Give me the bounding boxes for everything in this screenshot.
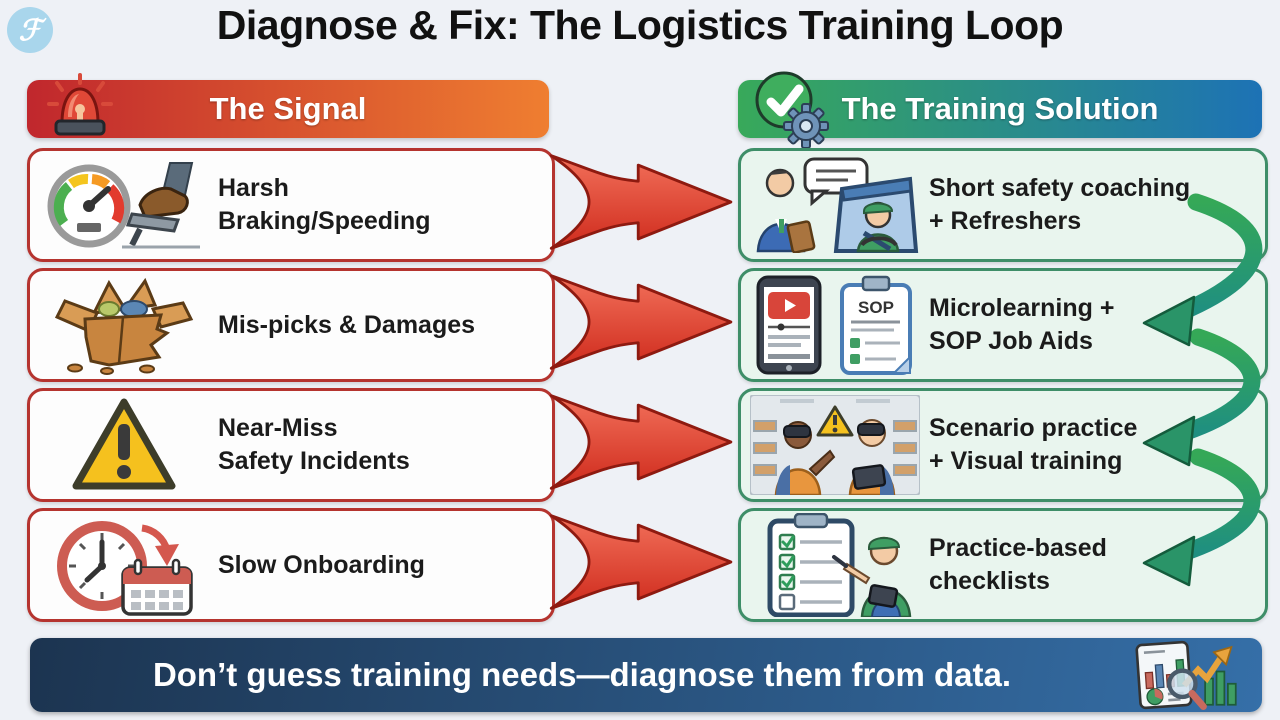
footer-text: Don’t guess training needs—diagnose them… xyxy=(152,656,1012,693)
signal-card: Mis-picks & Damages xyxy=(27,268,555,382)
siren-icon xyxy=(47,73,113,136)
data-analysis-icon xyxy=(1135,640,1237,710)
solution-label: Scenario practice + Visual training xyxy=(929,414,1138,475)
check-gear-icon xyxy=(755,71,829,149)
signal-label: Slow Onboarding xyxy=(218,550,425,579)
signal-card: Slow Onboarding xyxy=(27,508,555,622)
brand-logo-letter: ℱ xyxy=(18,13,42,47)
solution-label: Practice-based checklists xyxy=(929,534,1107,595)
signal-column-header: The Signal xyxy=(27,73,549,138)
vr-workers-icon xyxy=(741,395,929,495)
solution-label: Short safety coaching + Refreshers xyxy=(929,174,1191,235)
page-title: Diagnose & Fix: The Logistics Training L… xyxy=(216,2,1064,48)
clock-calendar-icon xyxy=(30,514,218,616)
signal-label: Mis-picks & Damages xyxy=(218,310,476,339)
signal-to-solution-arrow xyxy=(549,394,733,490)
brand-logo: ℱ xyxy=(7,7,53,53)
footer-banner: Don’t guess training needs—diagnose them… xyxy=(30,638,1262,712)
warning-triangle-icon xyxy=(30,396,218,494)
signal-to-solution-arrow xyxy=(549,154,733,250)
solution-header-label: The Training Solution xyxy=(841,91,1159,126)
signal-header-label: The Signal xyxy=(209,91,367,126)
solution-card: Short safety coaching + Refreshers xyxy=(738,148,1268,262)
checklist-worker-icon xyxy=(741,513,929,617)
signal-label: Harsh Braking/Speeding xyxy=(218,174,431,235)
signal-card: Harsh Braking/Speeding xyxy=(27,148,555,262)
damaged-box-icon xyxy=(30,275,218,375)
phone-sop-icon: SOP xyxy=(741,275,929,375)
signal-to-solution-arrow xyxy=(549,274,733,370)
signal-to-solution-arrow xyxy=(549,514,733,610)
solution-label: Microlearning + SOP Job Aids xyxy=(929,294,1115,355)
speedometer-pedal-icon xyxy=(30,159,218,251)
signal-label: Near-Miss Safety Incidents xyxy=(218,414,410,475)
solution-column-header: The Training Solution xyxy=(738,71,1262,149)
training-loop-arrows xyxy=(1142,193,1263,587)
sop-label: SOP xyxy=(858,298,894,317)
coach-driver-icon xyxy=(741,157,929,253)
signal-card: Near-Miss Safety Incidents xyxy=(27,388,555,502)
